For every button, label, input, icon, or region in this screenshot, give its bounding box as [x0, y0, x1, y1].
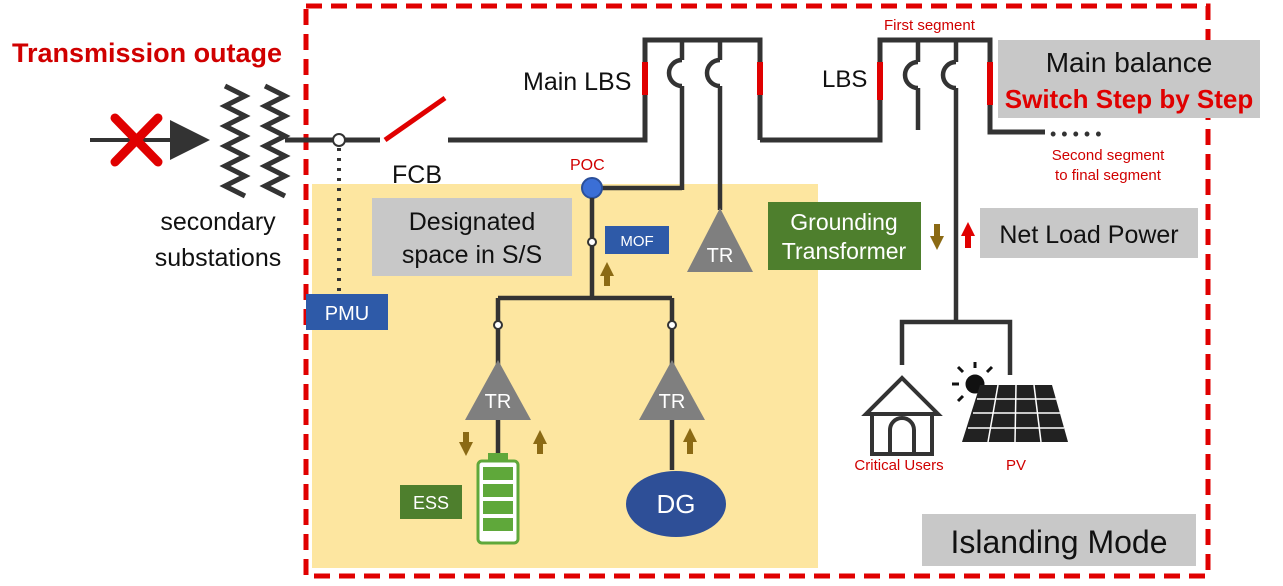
- arrow-down-icon: [459, 432, 473, 456]
- ess-node: [493, 320, 503, 330]
- load-branch: [899, 319, 1013, 375]
- designated-line1: Designated: [409, 208, 535, 236]
- main-balance-line2: Switch Step by Step: [1005, 84, 1254, 114]
- tr-ess-triangle: [465, 360, 531, 420]
- arrow-up-icon: [600, 262, 614, 286]
- house-icon: [861, 375, 943, 456]
- arrow-down-icon: [930, 224, 944, 250]
- grounding-box: [768, 202, 921, 270]
- arrow-up-icon: [961, 222, 975, 248]
- secondary-label: secondary: [160, 208, 276, 236]
- tr-ess-label: TR: [485, 391, 512, 413]
- grounding-line2: Transformer: [782, 238, 907, 264]
- mof-label: MOF: [620, 233, 653, 250]
- tr-dg-triangle: [639, 360, 705, 420]
- islanding-boundary: [303, 3, 1211, 579]
- islanding-mode-label: Islanding Mode: [950, 524, 1167, 560]
- tr-grid-label: TR: [707, 245, 734, 267]
- main-balance-box: [998, 40, 1260, 118]
- pmu-label: PMU: [325, 303, 369, 325]
- dg-label: DG: [657, 489, 696, 519]
- arrow-up-icon: [533, 430, 547, 454]
- bus-node: [332, 133, 346, 147]
- critical-users-label: Critical Users: [854, 457, 943, 474]
- pmu-box: [306, 294, 388, 330]
- net-load-label: Net Load Power: [999, 221, 1178, 249]
- battery-icon: [476, 453, 520, 545]
- pv-label: PV: [1006, 457, 1026, 474]
- mof-node: [587, 237, 597, 247]
- poc-node: [581, 177, 603, 199]
- arrow-up-icon: [683, 428, 697, 454]
- sun-icon: [952, 362, 994, 403]
- coil-icon: [259, 83, 291, 199]
- outage-x-icon: [110, 113, 163, 167]
- fcb-switch[interactable]: [383, 95, 447, 143]
- second-segment-line1: Second segment: [1052, 147, 1165, 164]
- solar-panel-icon: [962, 384, 1068, 443]
- main-lbs-label: Main LBS: [523, 68, 631, 96]
- ess-box: [400, 485, 462, 519]
- islanding-mode-box: [922, 514, 1196, 566]
- dg-ellipse: [626, 471, 726, 537]
- substations-label: substations: [155, 244, 281, 272]
- first-segment-label: First segment: [884, 17, 976, 34]
- main-balance-line1: Main balance: [1046, 47, 1213, 78]
- main-lbs-hooks: [666, 40, 723, 210]
- coil-icon: [219, 83, 251, 199]
- continuation-dots: • • • • •: [1050, 124, 1102, 144]
- lbs-label: LBS: [822, 66, 867, 93]
- designated-line2: space in S/S: [402, 241, 542, 269]
- second-segment-line2: to final segment: [1055, 167, 1162, 184]
- lbs-hooks: [902, 40, 959, 322]
- ess-label: ESS: [413, 493, 449, 513]
- mof-box: [605, 226, 669, 254]
- fcb-label: FCB: [392, 161, 442, 189]
- tr-grid-triangle: [687, 208, 753, 272]
- grounding-line1: Grounding: [790, 209, 897, 235]
- right-bus: [760, 37, 1045, 143]
- tr-dg-label: TR: [659, 391, 686, 413]
- poc-label: POC: [570, 157, 605, 174]
- net-load-box: [980, 208, 1198, 258]
- dg-node: [667, 320, 677, 330]
- designated-box: [372, 198, 572, 276]
- title: Transmission outage: [12, 38, 282, 68]
